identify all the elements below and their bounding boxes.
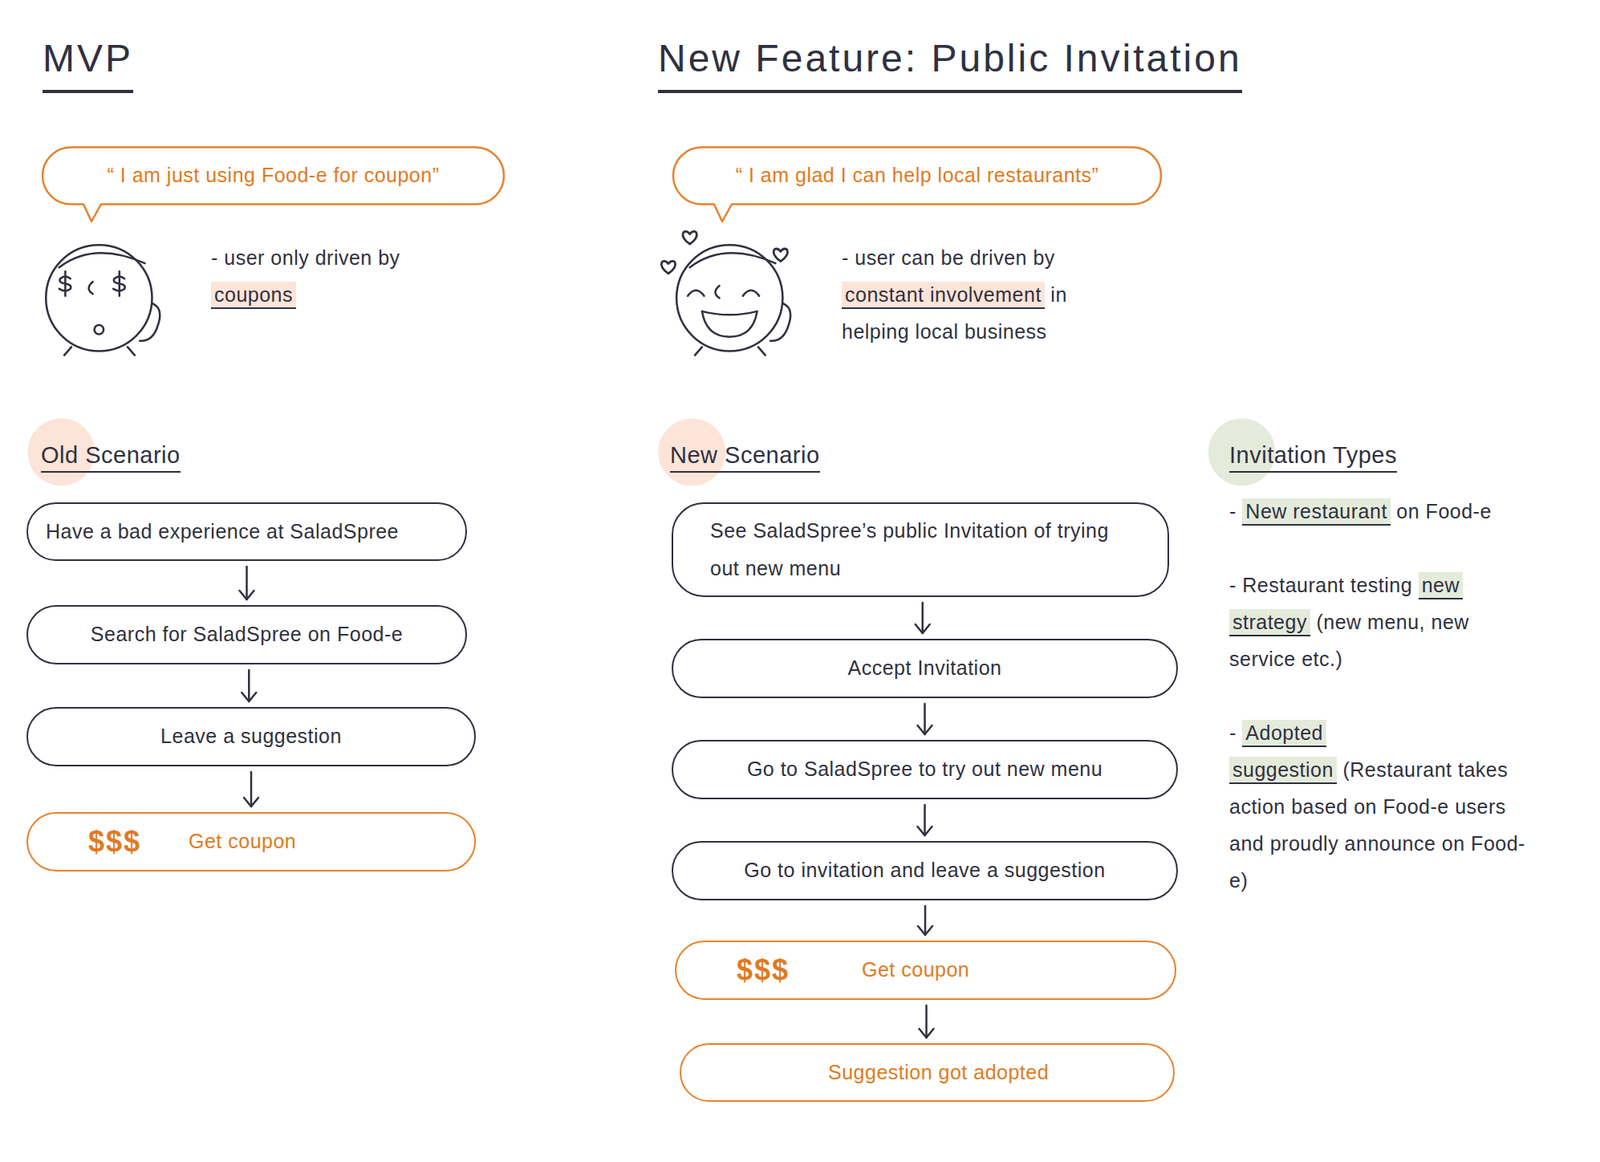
arrow-line	[923, 804, 926, 836]
text-line: coupons	[211, 276, 549, 313]
arrow-head	[915, 624, 930, 634]
note-text: -	[1229, 499, 1237, 523]
paragraph: - Restaurant testingnew strategy(new men…	[1229, 566, 1535, 678]
price-mark: $$$	[88, 820, 142, 864]
text-line: - user only driven by	[211, 239, 549, 277]
process-box: Have a bad experience at SaladSpree	[26, 502, 468, 561]
text-line: Old Scenario	[40, 440, 181, 473]
box-text: Get coupon	[861, 954, 970, 986]
label-group: Old Scenario	[40, 437, 181, 475]
happy-face	[661, 231, 791, 355]
arrow-head	[241, 692, 256, 702]
arrow-line	[923, 703, 926, 735]
arrow-line	[921, 602, 925, 634]
note-text: helping local business	[841, 320, 1048, 343]
box-text: Go to SaladSpree to try out new menu	[747, 754, 1103, 785]
arrow-head	[239, 590, 255, 600]
label-group: New Feature: Public Invitation	[657, 35, 1243, 94]
arrow-line	[250, 771, 253, 807]
note-text: - user can be driven by	[841, 246, 1056, 269]
box-text: “ I am glad I can help local restaurants…	[735, 160, 1100, 191]
highlight-text: constant involvement	[841, 281, 1045, 309]
highlight-text: coupons	[211, 281, 297, 309]
label-group: - user only driven by coupons	[211, 239, 549, 313]
text-line: MVP	[42, 35, 134, 94]
text-line: constant involvementin	[841, 276, 1292, 313]
box-text: Have a bad experience at SaladSpree	[45, 516, 399, 548]
speech-bubble: “ I am glad I can help local restaurants…	[673, 146, 1162, 206]
text-line: - user can be driven by	[841, 239, 1292, 277]
flow-arrow	[919, 1005, 935, 1038]
note-text: in	[1050, 283, 1067, 306]
flow-arrow	[243, 771, 259, 807]
bubble-path	[42, 147, 504, 223]
page-title: MVP	[42, 36, 134, 80]
box-text: “ I am just using Food-e for coupon”	[106, 160, 439, 191]
process-box: See SaladSpree’s public Invitation of tr…	[671, 502, 1170, 597]
process-box: Leave a suggestion	[26, 706, 476, 767]
text-line: helping local business	[841, 312, 1292, 350]
speech-bubble: “ I am just using Food-e for coupon”	[42, 146, 504, 206]
process-box: $$$ Get coupon	[26, 812, 476, 872]
highlight-text: Adopted suggestion	[1229, 719, 1337, 784]
arrow-head	[917, 826, 933, 836]
label-group: Invitation Types	[1229, 437, 1397, 475]
label-group: - user can be driven by constant involvem…	[841, 239, 1292, 350]
process-box: Search for SaladSpree on Food-e	[26, 605, 468, 665]
section-heading: Old Scenario	[40, 442, 181, 468]
page-title: New Feature: Public Invitation	[657, 36, 1243, 80]
note-text: -	[1229, 721, 1237, 744]
arrow-line	[245, 566, 248, 600]
flow-arrow	[915, 602, 930, 634]
process-box: Go to SaladSpree to try out new menu	[671, 739, 1178, 800]
arrow-line	[925, 1005, 928, 1038]
bubble-path	[673, 147, 1162, 223]
box-text: See SaladSpree’s public Invitation of tr…	[710, 511, 1128, 588]
label-group: -New restauranton Food-e- Restaurant tes…	[1229, 492, 1535, 936]
flow-arrow	[241, 670, 256, 702]
label-group: MVP	[42, 35, 134, 94]
box-text: Leave a suggestion	[160, 721, 342, 752]
arrow-head	[919, 1028, 935, 1038]
flow-arrow	[239, 566, 255, 600]
text-line: New Feature: Public Invitation	[657, 35, 1243, 94]
paragraph: -Adopted suggestion(Restaurant takes act…	[1229, 714, 1535, 899]
paragraph: -New restauranton Food-e	[1229, 492, 1535, 530]
box-text: Go to invitation and leave a suggestion	[743, 855, 1105, 886]
note-text: on Food-e	[1396, 499, 1491, 523]
box-text: Suggestion got adopted	[828, 1057, 1049, 1089]
text-line: New Scenario	[670, 440, 821, 473]
box-text: Accept Invitation	[848, 653, 1003, 684]
box-text: Get coupon	[188, 826, 297, 857]
process-box: Go to invitation and leave a suggestion	[671, 840, 1178, 901]
process-box: Accept Invitation	[671, 638, 1178, 699]
flow-arrow	[917, 703, 933, 735]
box-text: Search for SaladSpree on Food-e	[90, 619, 403, 650]
section-heading: Invitation Types	[1229, 442, 1397, 468]
arrow-line	[247, 670, 251, 702]
highlight-text: New restaurant	[1242, 498, 1391, 526]
note-text: - user only driven by	[211, 246, 401, 269]
price-mark: $$$	[736, 948, 790, 992]
section-heading: New Scenario	[670, 442, 821, 468]
flow-arrow	[917, 905, 933, 935]
arrow-line	[924, 905, 927, 935]
note-text: - Restaurant testing	[1229, 573, 1413, 597]
arrow-head	[917, 925, 933, 935]
process-box: $$$ Get coupon	[674, 940, 1177, 1000]
arrow-head	[243, 797, 259, 807]
coupon-face	[45, 244, 160, 355]
process-box: Suggestion got adopted	[679, 1043, 1175, 1102]
arrow-head	[917, 725, 933, 735]
label-group: New Scenario	[670, 437, 821, 475]
flow-arrow	[917, 804, 933, 836]
text-line: Invitation Types	[1229, 440, 1397, 473]
